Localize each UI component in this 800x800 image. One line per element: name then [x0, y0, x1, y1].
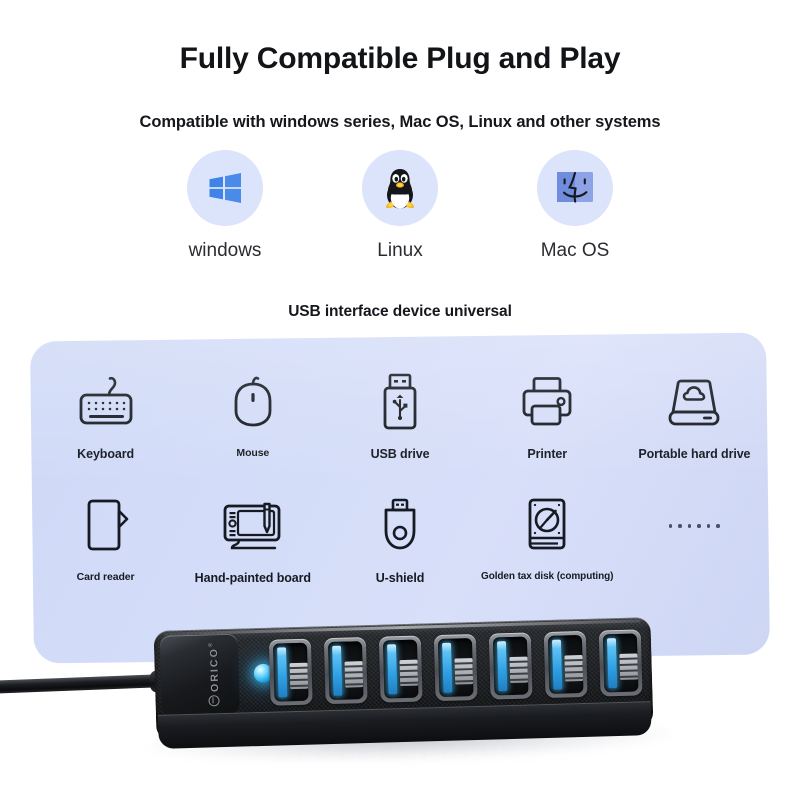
- mouse-icon: [226, 365, 280, 439]
- os-item-windows: windows: [150, 150, 300, 262]
- usb-port-2[interactable]: [323, 637, 368, 705]
- windows-logo-icon: [204, 167, 246, 209]
- devices-grid: Keyboard Mouse: [32, 337, 768, 659]
- usb-port-row: [268, 629, 643, 706]
- devices-section-label: USB interface device universal: [288, 303, 512, 320]
- usb-hub-device: ORICO®: [153, 617, 654, 749]
- orico-brand-logo: ORICO®: [182, 640, 246, 707]
- usb-port-3[interactable]: [378, 635, 423, 703]
- os-item-linux: Linux: [325, 150, 475, 262]
- orico-mark-icon: [207, 694, 220, 707]
- os-label: windows: [188, 240, 262, 261]
- device-label: Keyboard: [77, 447, 135, 461]
- os-icon-circle: [187, 150, 263, 226]
- brand-name: ORICO®: [206, 640, 221, 707]
- card-reader-icon: [79, 489, 133, 563]
- device-item-card-reader: Card reader: [32, 489, 179, 585]
- keyboard-icon: [75, 365, 137, 439]
- usb-port-5[interactable]: [488, 632, 533, 700]
- device-item-mouse: Mouse: [179, 365, 326, 461]
- device-item-printer: Printer: [474, 365, 621, 461]
- u-shield-icon: [377, 489, 423, 563]
- usb-port-7[interactable]: [598, 629, 643, 697]
- page-title: Fully Compatible Plug and Play: [179, 42, 621, 75]
- device-label: Golden tax disk (computing): [481, 571, 614, 582]
- os-icon-circle: [362, 150, 438, 226]
- device-label: Portable hard drive: [638, 447, 751, 461]
- usb-port-1[interactable]: [268, 638, 313, 706]
- device-item-more: [621, 489, 768, 585]
- drawing-tablet-icon: [217, 489, 289, 563]
- usb-devices-panel: Keyboard Mouse: [30, 332, 770, 664]
- usb-port-6[interactable]: [543, 630, 588, 699]
- printer-icon: [517, 365, 577, 439]
- devices-row-1: Keyboard Mouse: [32, 365, 768, 461]
- device-label: USB drive: [370, 447, 430, 461]
- devices-row-2: Card reader: [32, 489, 768, 585]
- device-item-portable-hard-drive: Portable hard drive: [621, 365, 768, 461]
- device-item-hand-painted-board: Hand-painted board: [179, 489, 326, 585]
- device-label: U-shield: [375, 571, 425, 585]
- usb-port-4[interactable]: [433, 633, 478, 702]
- device-label: Mouse: [236, 447, 270, 459]
- device-label: Hand-painted board: [194, 571, 311, 585]
- device-item-keyboard: Keyboard: [32, 365, 179, 461]
- product-photo: ORICO®: [0, 600, 800, 800]
- portable-hard-drive-icon: [663, 365, 725, 439]
- page-subtitle: Compatible with windows series, Mac OS, …: [139, 113, 661, 131]
- device-label: Printer: [527, 447, 567, 461]
- macos-finder-icon: [553, 168, 597, 208]
- linux-penguin-icon: [378, 165, 422, 211]
- usb-drive-icon: [377, 365, 423, 439]
- os-compatibility-row: windows: [150, 150, 650, 262]
- device-label: Card reader: [76, 571, 135, 583]
- device-item-usb-drive: USB drive: [326, 365, 473, 461]
- device-item-golden-tax-disk: Golden tax disk (computing): [474, 489, 621, 585]
- tax-disk-icon: [520, 489, 574, 563]
- os-item-macos: Mac OS: [500, 150, 650, 262]
- hub-brand-endcap: ORICO®: [159, 633, 240, 716]
- os-icon-circle: [537, 150, 613, 226]
- trademark-symbol: ®: [207, 640, 215, 648]
- ellipsis-dots-icon: [668, 489, 720, 563]
- device-item-u-shield: U-shield: [326, 489, 473, 585]
- os-label: Linux: [377, 240, 423, 261]
- os-label: Mac OS: [540, 240, 610, 261]
